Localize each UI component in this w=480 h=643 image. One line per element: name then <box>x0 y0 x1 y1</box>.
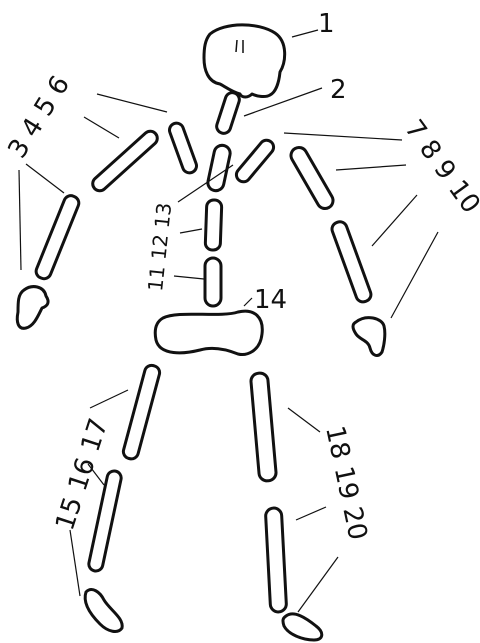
right-collarbone <box>234 137 277 184</box>
label-2: 2 <box>330 75 347 105</box>
right-forearm <box>330 220 373 304</box>
left-upper-arm <box>90 128 160 193</box>
neck-bone <box>215 91 241 135</box>
label-14: 14 <box>254 285 287 315</box>
spine-middle <box>205 200 222 250</box>
right-foot <box>283 614 322 640</box>
left-collarbone <box>168 121 199 175</box>
right-hand <box>353 318 385 356</box>
label-7-8-9-10: 7 8 9 10 <box>398 114 480 219</box>
left-thigh <box>122 364 161 461</box>
left-hand <box>17 287 48 329</box>
right-shin <box>265 508 286 613</box>
label-18-19-20: 18 19 20 <box>319 423 372 542</box>
right-upper-arm <box>288 145 336 212</box>
skull <box>204 25 285 97</box>
label-11-12-13: 11 12 13 <box>143 201 176 292</box>
left-forearm <box>34 194 81 281</box>
right-thigh <box>250 372 276 481</box>
label-3-4-5-6: 3 4 5 6 <box>2 71 76 164</box>
pelvis <box>155 311 262 354</box>
label-1: 1 <box>318 9 335 39</box>
left-foot <box>85 590 122 632</box>
skull-eye-mark-left <box>236 40 237 52</box>
spine-lower <box>205 258 221 306</box>
